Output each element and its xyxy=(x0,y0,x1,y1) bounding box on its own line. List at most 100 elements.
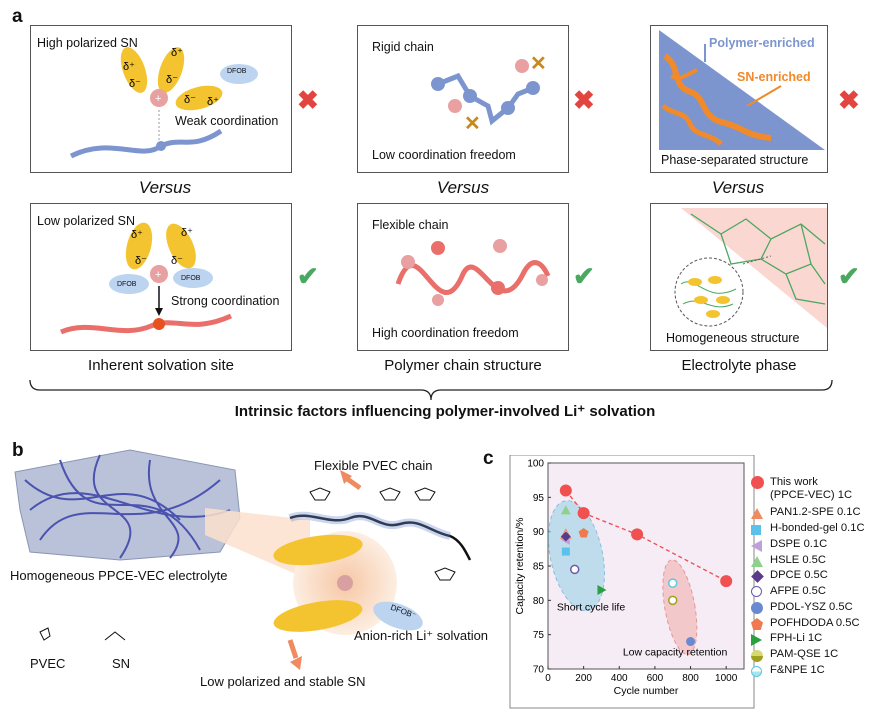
legend-marker-fnpe xyxy=(751,666,762,677)
data-point xyxy=(577,507,590,520)
legend-marker-pdol xyxy=(751,602,763,614)
homogeneous-illustration xyxy=(674,208,827,328)
data-point xyxy=(560,531,571,542)
summary-brace xyxy=(29,379,833,401)
y-tick-label: 75 xyxy=(533,630,545,641)
legend-marker-pofhdoda xyxy=(751,618,763,630)
phase-separated-illustration xyxy=(659,30,825,150)
svg-text:✕: ✕ xyxy=(530,53,547,75)
phase-separated-label: Phase-separated structure xyxy=(661,153,809,167)
legend-marker-hsle xyxy=(751,556,763,567)
legend-this-work-2: (PPCE-VEC) 1C xyxy=(770,489,853,501)
sn-stable-label: Low polarized and stable SN xyxy=(200,674,366,689)
flexible-chain-illustration xyxy=(395,239,551,306)
svg-text:✕: ✕ xyxy=(464,113,481,135)
legend-marker-pan xyxy=(751,508,763,519)
check-icon: ✔ xyxy=(297,261,319,291)
chart-marks xyxy=(559,484,733,647)
legend-pofhdoda: POFHDODA 0.5C xyxy=(770,617,860,629)
dfob-label-right: DFOB xyxy=(181,275,201,282)
legend-marker-afpe xyxy=(751,586,762,597)
homogeneous-label: Homogeneous structure xyxy=(666,331,800,345)
legend-marker-fph xyxy=(751,634,762,646)
polymer-enriched-label: Polymer-enriched xyxy=(709,36,815,50)
data-point xyxy=(561,547,570,556)
rigid-chain-label: Rigid chain xyxy=(372,40,434,54)
svg-text:δ⁺: δ⁺ xyxy=(131,229,143,241)
panel-b-illustration xyxy=(14,449,472,670)
legend-this-work: This work xyxy=(770,476,818,488)
versus-2: Versus xyxy=(436,178,490,197)
high-polarized-sn-label: High polarized SN xyxy=(37,36,138,50)
svg-text:+: + xyxy=(155,269,161,281)
legend-marker-dspe xyxy=(751,540,762,552)
svg-text:δ⁺: δ⁺ xyxy=(207,96,219,108)
pvec-label: PVEC xyxy=(30,656,66,671)
data-point xyxy=(720,575,733,588)
cross-icon: ✖ xyxy=(297,85,319,115)
x-tick-label: 600 xyxy=(647,673,664,684)
panel-a-top-3: Polymer-enriched SN-enriched Phase-separ… xyxy=(650,25,828,173)
svg-text:δ⁻: δ⁻ xyxy=(171,255,183,267)
legend-pam: PAM-QSE 1C xyxy=(770,648,839,660)
svg-text:δ⁻: δ⁻ xyxy=(135,255,147,267)
panel-a-letter: a xyxy=(12,6,23,27)
legend-pdol: PDOL-YSZ 0.5C xyxy=(770,601,853,613)
series-line-this-work xyxy=(565,490,727,582)
svg-text:δ⁺: δ⁺ xyxy=(181,227,193,239)
dfob-label-top: DFOB xyxy=(227,68,247,75)
membrane-label: Homogeneous PPCE-VEC electrolyte xyxy=(10,568,228,583)
legend-pan: PAN1.2-SPE 0.1C xyxy=(770,506,861,518)
low-capacity-label: Low capacity retention xyxy=(623,646,728,658)
svg-text:δ⁺: δ⁺ xyxy=(123,61,135,73)
short-cycle-ellipse xyxy=(548,500,605,612)
data-point xyxy=(597,585,607,596)
y-tick-label: 95 xyxy=(533,493,545,504)
panel-c-letter: c xyxy=(483,448,494,469)
panel-a-bottom-2: Flexible chain High coordination freedom xyxy=(357,203,569,351)
panel-a-bottom-1: δ⁺δ⁻ δ⁺δ⁻ + Low polarized SN DFOB DFOB S… xyxy=(30,203,292,351)
data-point xyxy=(667,578,678,588)
data-point xyxy=(578,528,589,538)
panel-a-top-2: ✕ ✕ Rigid chain Low coordination freedom xyxy=(357,25,569,173)
legend-marker-pam xyxy=(751,650,763,662)
short-cycle-label: Short cycle life xyxy=(557,602,625,614)
high-coordination-label: High coordination freedom xyxy=(372,326,519,340)
anion-rich-label: Anion-rich Li⁺ solvation xyxy=(354,628,489,643)
strong-coordination-label: Strong coordination xyxy=(171,294,280,308)
legend-dspe: DSPE 0.1C xyxy=(770,538,828,550)
weak-coordination-illustration: δ⁺δ⁻ δ⁺δ⁻ δ⁻δ⁺ + xyxy=(69,47,258,159)
check-icon: ✔ xyxy=(573,261,595,291)
cross-icon: ✖ xyxy=(838,85,860,115)
low-coordination-label: Low coordination freedom xyxy=(372,148,516,162)
data-point xyxy=(667,595,678,606)
versus-3: Versus xyxy=(711,178,765,197)
sn-label: SN xyxy=(112,656,131,671)
data-point xyxy=(686,637,696,647)
data-point xyxy=(631,528,644,541)
weak-coordination-label: Weak coordination xyxy=(175,114,279,128)
x-tick-label: 1000 xyxy=(715,673,738,684)
x-tick-label: 400 xyxy=(611,673,628,684)
low-polarized-sn-label: Low polarized SN xyxy=(37,214,135,228)
panel-a-bottom-3: Homogeneous structure xyxy=(650,203,828,351)
legend-hsle: HSLE 0.5C xyxy=(770,554,826,566)
y-tick-label: 90 xyxy=(533,527,545,538)
legend-fph: FPH-Li 1C xyxy=(770,632,823,644)
legend-afpe: AFPE 0.5C xyxy=(770,585,826,597)
strong-coordination-illustration: δ⁺ δ⁻ δ⁺ δ⁻ + xyxy=(60,222,233,335)
x-axis-label: Cycle number xyxy=(614,685,679,697)
x-tick-label: 0 xyxy=(545,673,551,684)
x-tick-label: 200 xyxy=(575,673,592,684)
legend-marker-h-bonded xyxy=(751,525,761,535)
legend-h-bonded: H-bonded-gel 0.1C xyxy=(770,522,865,534)
flexible-pvec-chain-label: Flexible PVEC chain xyxy=(314,458,433,473)
caption-solvation-site: Inherent solvation site xyxy=(88,357,234,374)
legend-dpce: DPCE 0.5C xyxy=(770,569,828,581)
versus-1: Versus xyxy=(138,178,192,197)
sn-enriched-label: SN-enriched xyxy=(737,70,811,84)
y-tick-label: 100 xyxy=(527,459,544,470)
panel-a-top-1: δ⁺δ⁻ δ⁺δ⁻ δ⁻δ⁺ + High polarized SN DFOB … xyxy=(30,25,292,173)
data-point xyxy=(559,484,572,497)
